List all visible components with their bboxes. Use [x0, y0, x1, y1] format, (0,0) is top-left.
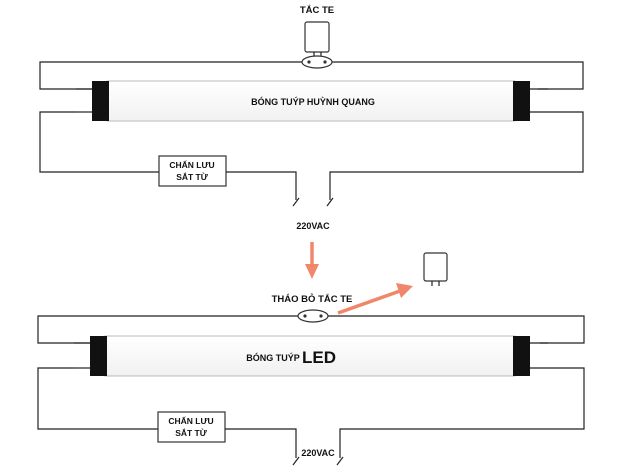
tube-end-left — [92, 81, 109, 121]
remove-arrow-head — [396, 283, 413, 298]
down-arrow-head — [305, 264, 319, 279]
tube-end-right — [513, 81, 530, 121]
led-tube-label-led: LED — [302, 348, 336, 367]
removed-starter-component — [423, 252, 448, 282]
led-tube-end-left — [90, 336, 107, 376]
tube-label: BÓNG TUÝP HUỲNH QUANG — [251, 96, 375, 107]
bottom-circuit: THÁO BỎ TẮC TE BÓNG TUÝP LED CHẤN LƯU SẮ… — [37, 293, 585, 466]
led-ballast-box — [157, 411, 226, 443]
transition-arrows — [305, 242, 413, 315]
starter-component — [304, 21, 330, 53]
voltage-label-bottom: 220VAC — [301, 448, 335, 458]
led-ballast-label-line1: CHẤN LƯU — [168, 416, 213, 426]
led-tube-label-prefix: BÓNG TUÝP — [246, 352, 300, 363]
starter-label: TẮC TE — [300, 5, 334, 16]
ballast-label-line2: SẮT TỪ — [176, 171, 209, 182]
ballast-box — [158, 155, 227, 187]
remove-arrow-shaft — [337, 289, 401, 315]
top-circuit: TẮC TE BÓNG TUÝP HUỲNH QUANG CHẤN LƯU SẮ… — [39, 5, 584, 231]
led-ballast-label-line2: SẮT TỪ — [175, 427, 208, 438]
empty-starter-socket — [297, 309, 329, 323]
starter-socket — [301, 55, 333, 69]
led-tube-end-right — [513, 336, 530, 376]
ballast-label-line1: CHẤN LƯU — [169, 160, 214, 170]
voltage-label-top: 220VAC — [296, 221, 330, 231]
remove-starter-label: THÁO BỎ TẮC TE — [272, 293, 353, 305]
